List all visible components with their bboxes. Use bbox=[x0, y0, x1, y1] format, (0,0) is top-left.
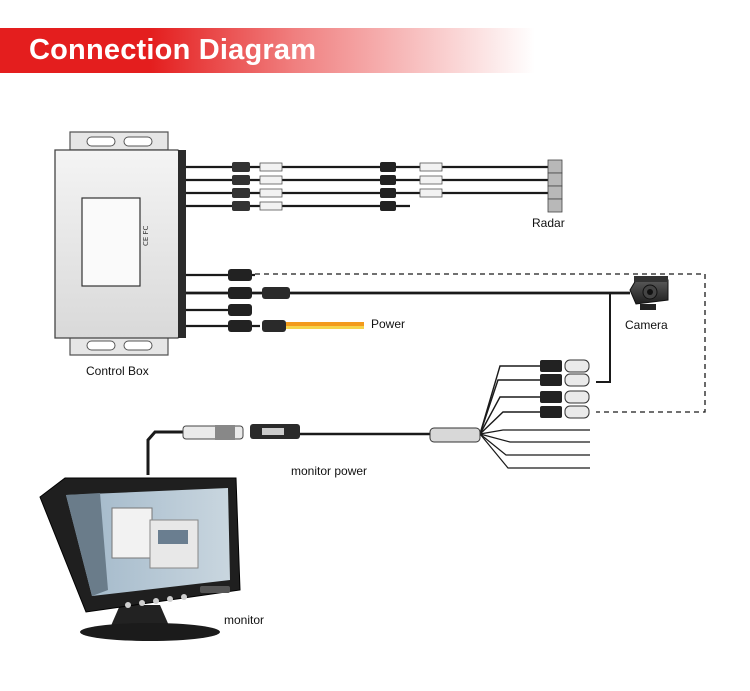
camera-label: Camera bbox=[625, 318, 668, 332]
power-label: Power bbox=[371, 317, 406, 331]
monitor-harness bbox=[146, 365, 590, 475]
monitor-power-label: monitor power bbox=[291, 464, 368, 478]
control-box-icon: CE FC bbox=[54, 131, 186, 356]
camera-icon bbox=[629, 276, 669, 310]
svg-text:CE FC: CE FC bbox=[142, 225, 150, 246]
camera-cables bbox=[186, 273, 706, 413]
title-banner: Connection Diagram bbox=[0, 28, 535, 73]
connector-icon bbox=[182, 359, 590, 443]
connector-icon bbox=[232, 162, 443, 211]
radar-cables bbox=[186, 165, 548, 208]
monitor-icon bbox=[39, 477, 241, 641]
radar-sensor-icon bbox=[547, 159, 563, 213]
page-title: Connection Diagram bbox=[29, 34, 317, 66]
control-box-label: Control Box bbox=[86, 364, 149, 378]
radar-label: Radar bbox=[532, 216, 565, 230]
connector-icon bbox=[228, 269, 290, 332]
power-wire bbox=[286, 322, 364, 329]
monitor-label: monitor bbox=[224, 613, 265, 627]
